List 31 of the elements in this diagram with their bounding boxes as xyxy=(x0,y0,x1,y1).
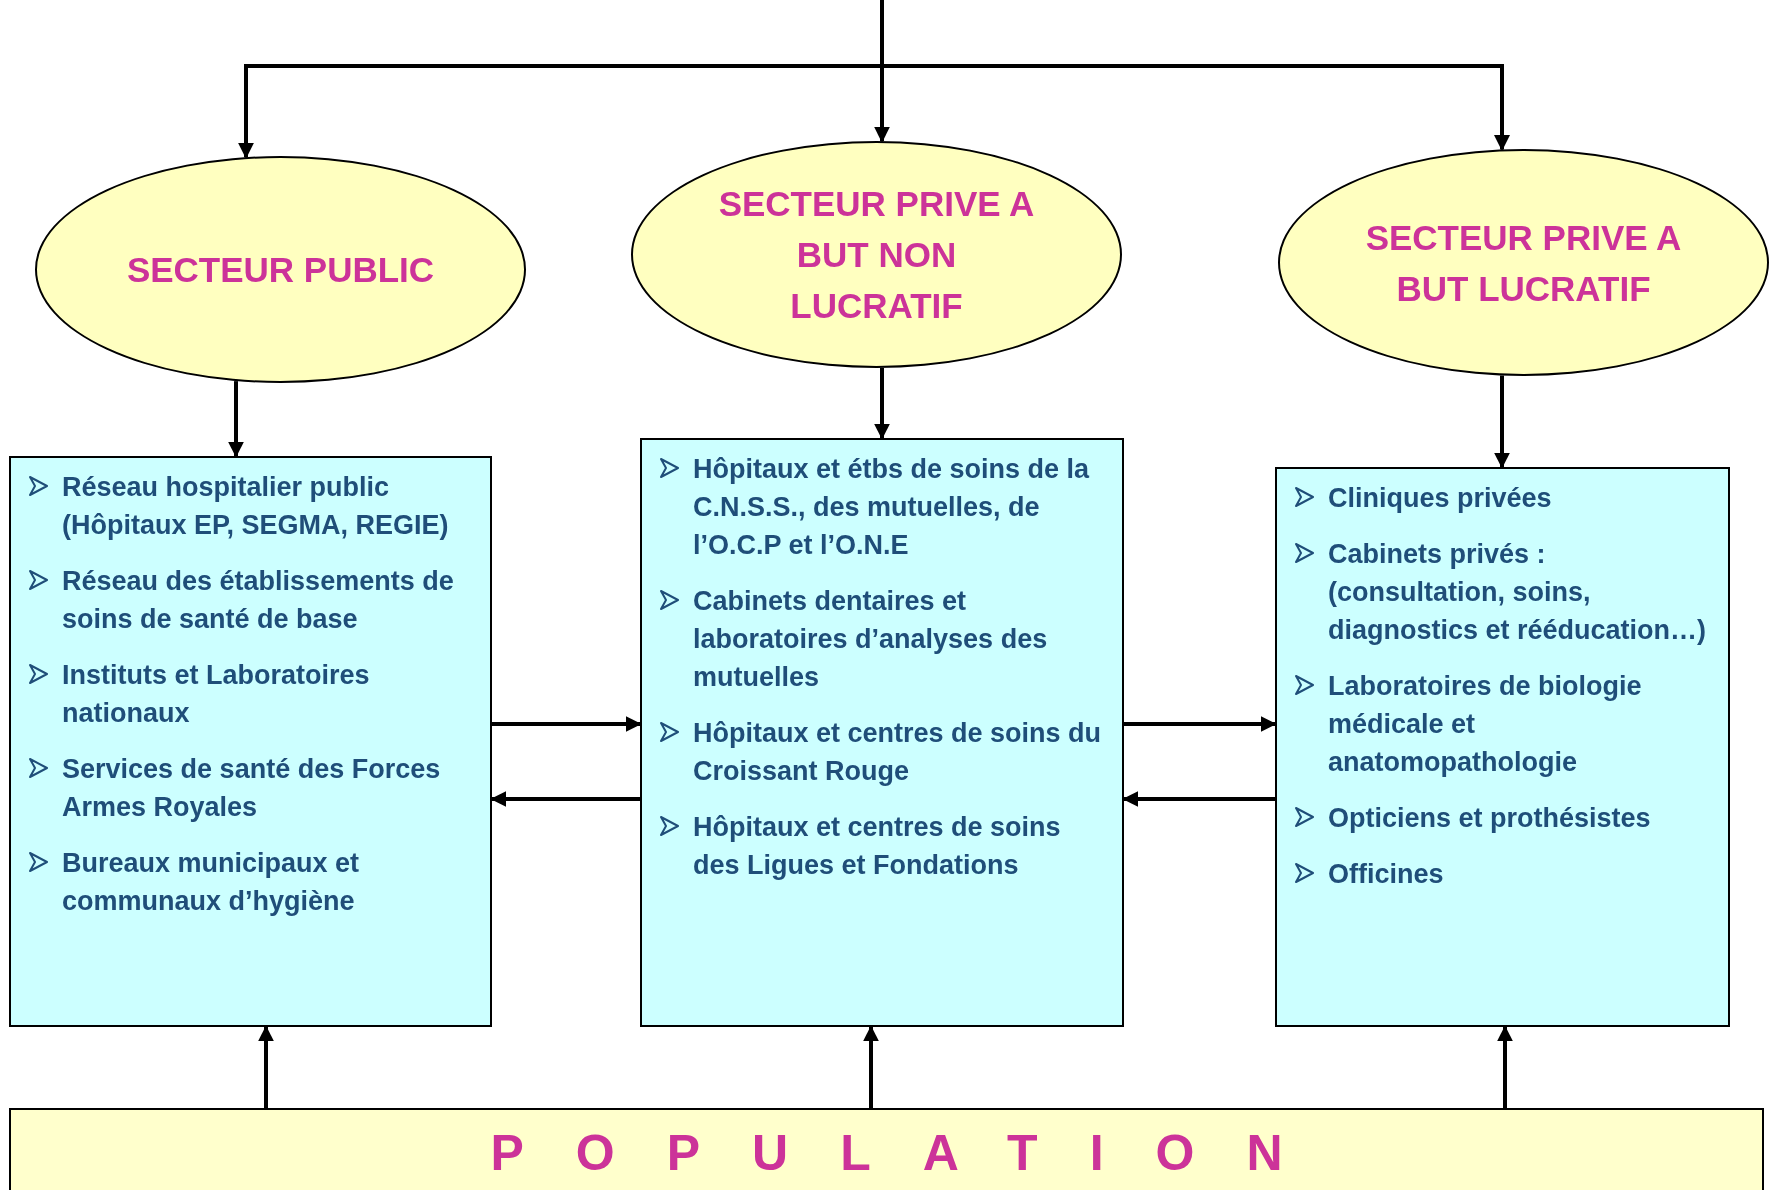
list-item-text: Hôpitaux et étbs de soins de la C.N.S.S., des mutuelles, de l’O.C.P et l’O.N.E xyxy=(693,453,1091,562)
list-item-text: Cliniques privées xyxy=(1328,482,1552,515)
arrow xyxy=(1497,1025,1513,1108)
list-item-text: Cabinets privés : (consultation, soins, diagnostics et rééducation…) xyxy=(1328,538,1708,647)
arrow xyxy=(880,0,1510,152)
arrow xyxy=(1494,375,1510,469)
list-box xyxy=(1275,467,1730,1027)
list-item-text: Hôpitaux et centres de soins du Croissant Rouge xyxy=(693,717,1103,788)
list-box xyxy=(640,438,1124,1027)
list-item-text: Réseau des établissements de soins de santé de base xyxy=(62,565,455,636)
arrow xyxy=(1124,716,1277,732)
list-item-text: Hôpitaux et centres de soins des Ligues et Fondations xyxy=(693,811,1062,882)
sector-label: SECTEUR PUBLIC xyxy=(125,249,436,291)
sector-label: SECTEUR PRIVE A BUT NON LUCRATIF xyxy=(717,183,1036,327)
list-item-text: Cabinets dentaires et laboratoires d’analyses des mutuelles xyxy=(693,585,1049,694)
arrow xyxy=(863,1025,879,1108)
population-label: POPULATION xyxy=(490,1124,1335,1182)
sector-label: SECTEUR PRIVE A BUT LUCRATIF xyxy=(1364,216,1683,310)
list-item-text: Instituts et Laboratoires nationaux xyxy=(62,659,371,730)
list-item-text: Officines xyxy=(1328,858,1444,891)
list-item-text: Opticiens et prothésistes xyxy=(1328,802,1651,835)
arrow xyxy=(492,716,642,732)
list-item-text: Laboratoires de biologie médicale et anatomopathologie xyxy=(1328,670,1643,779)
list-item-text: Réseau hospitalier public (Hôpitaux EP, SEGMA, REGIE) xyxy=(62,471,450,542)
arrow xyxy=(874,367,890,440)
list-box xyxy=(9,456,492,1027)
population-band xyxy=(9,1108,1764,1190)
list-item-text: Services de santé des Forces Armes Royales xyxy=(62,753,442,824)
list-item-text: Bureaux municipaux et communaux d’hygiène xyxy=(62,847,361,918)
arrow xyxy=(228,381,244,458)
arrow xyxy=(258,1025,274,1108)
